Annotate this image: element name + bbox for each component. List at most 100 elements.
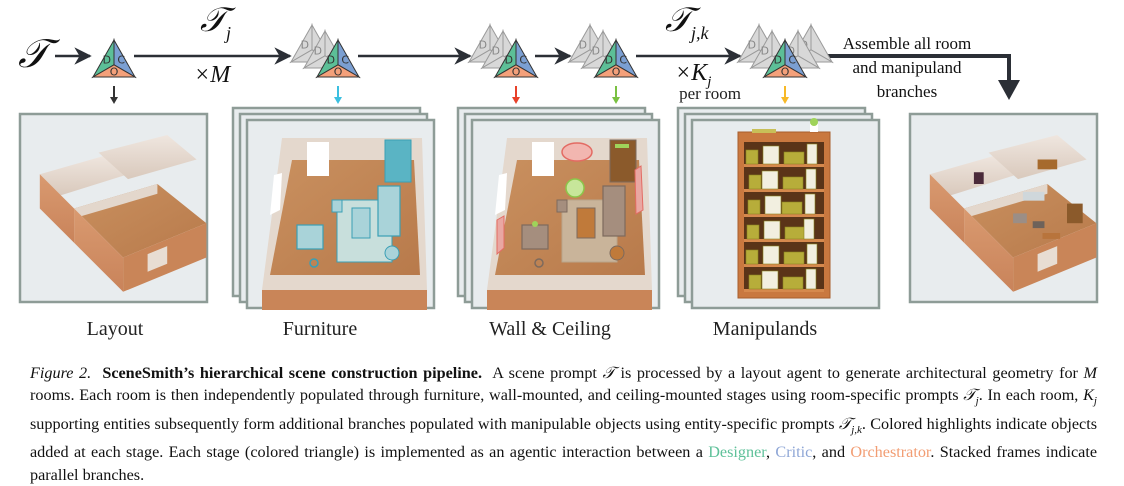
window <box>147 246 168 272</box>
entity-prompt-sub: j,k <box>691 22 709 43</box>
manipuland-object <box>782 276 804 290</box>
arrow-assemble <box>820 54 1011 84</box>
sofa <box>377 185 401 237</box>
manipuland-object <box>806 243 818 265</box>
caption-math-sub: j <box>1093 395 1097 408</box>
wall-painting-left <box>496 215 505 256</box>
armchair <box>521 224 549 250</box>
caption-text: , and <box>812 443 851 462</box>
label-manipulands: Manipulands <box>712 318 818 340</box>
floor-lamp <box>309 258 319 268</box>
manipuland-object <box>783 151 805 165</box>
window <box>1037 246 1058 272</box>
window-left <box>495 173 507 215</box>
pipeline-diagram: DCODDDCODDDCODDDCODDDDDCO 𝒯 𝒯j ×M 𝒯j,k ×… <box>18 2 1099 340</box>
orchestrator-segment <box>593 64 639 78</box>
manipuland-object <box>761 270 779 290</box>
outer-wall-front-left <box>74 208 124 292</box>
assemble-line-3: branches <box>876 82 938 101</box>
table <box>1042 233 1061 239</box>
label-wall-ceiling: Wall & Ceiling <box>489 318 611 340</box>
bookshelf <box>384 139 412 183</box>
shelf-board <box>744 264 824 267</box>
front-wall <box>262 290 427 310</box>
entity-multiplier-sub: j <box>707 73 712 90</box>
label-furniture: Furniture <box>282 318 358 340</box>
shelf <box>1067 203 1083 224</box>
orchestrator-segment <box>762 64 808 78</box>
ceiling-plant <box>615 144 629 148</box>
manipuland-object <box>804 193 816 215</box>
manipuland-object <box>764 195 782 215</box>
shelf-board <box>744 214 824 217</box>
caption-text: A scene prompt <box>492 364 603 382</box>
room-prompt-T: 𝒯 <box>200 2 227 39</box>
caption-figure-label: Figure 2. <box>30 364 92 382</box>
armchair <box>296 224 324 250</box>
top-plant <box>810 118 818 126</box>
entity-prompt-symbol: 𝒯j,k <box>665 2 709 44</box>
designer-letter: D <box>605 54 613 67</box>
manipuland-object <box>763 220 781 240</box>
caption-math: M <box>1083 364 1097 382</box>
assembled-render <box>929 135 1097 292</box>
orchestrator-segment <box>315 64 361 78</box>
coffee-table <box>351 207 371 239</box>
ottoman <box>556 199 568 213</box>
armchair <box>1013 213 1027 224</box>
door <box>307 142 329 176</box>
caption-text: . In each room, <box>978 386 1084 405</box>
input-prompt-symbol: 𝒯 <box>18 31 49 76</box>
shelf-board <box>744 289 824 292</box>
caption-text: supporting entities subsequently form ad… <box>30 414 839 433</box>
orchestrator-letter: O <box>512 66 521 79</box>
designer-letter: D <box>479 39 487 52</box>
ceiling-light <box>565 178 585 198</box>
caption-math: 𝒯 <box>838 414 852 433</box>
down-arrow-head-0 <box>110 97 118 104</box>
dresser <box>1037 159 1058 170</box>
caption-text: . Colored highlights indicate objects ad… <box>30 414 1097 462</box>
side-table <box>609 245 625 261</box>
caption-math-sub: j <box>975 395 979 408</box>
manipuland-object <box>805 268 817 290</box>
designer-letter: D <box>314 45 322 58</box>
wall-ceiling-render <box>487 138 652 310</box>
manipuland-object <box>782 176 804 190</box>
critic-letter: C <box>788 54 796 67</box>
designer-letter: D <box>748 39 756 52</box>
manipuland-object <box>746 224 760 240</box>
manipuland-object <box>762 145 780 165</box>
assemble-note: Assemble all room and manipuland branche… <box>822 32 992 104</box>
manipuland-object <box>784 226 806 240</box>
room-prompt-symbol: 𝒯j <box>200 2 231 44</box>
designer-letter: D <box>492 45 500 58</box>
caption-math-sub: j,k <box>851 424 862 437</box>
top-plant-pot <box>810 124 818 132</box>
room-prompt-sub: j <box>226 22 232 43</box>
outer-wall-left <box>39 174 75 243</box>
designer-letter: D <box>505 54 513 67</box>
per-room-note: per room <box>679 84 741 103</box>
assemble-line-1: Assemble all room <box>842 34 972 53</box>
back-room-right <box>988 135 1087 180</box>
front-wall <box>487 290 652 310</box>
manipuland-object <box>805 168 817 190</box>
floor-lamp <box>534 258 544 268</box>
back-room-left <box>929 154 1018 196</box>
entity-multiplier: ×Kj <box>675 60 711 91</box>
room-multiplier: ×M <box>194 62 231 88</box>
pipeline-svg: DCODDDCODDDCODDDCODDDDDCO <box>18 23 1099 310</box>
manipuland-object <box>748 274 762 290</box>
ottoman <box>331 199 343 213</box>
manipuland-object <box>803 218 815 240</box>
back-room-left <box>39 154 128 196</box>
caption-orchestrator: Orchestrator <box>850 443 931 462</box>
top-books <box>752 129 776 133</box>
figure-caption: Figure 2. SceneSmith’s hierarchical scen… <box>30 362 1097 486</box>
